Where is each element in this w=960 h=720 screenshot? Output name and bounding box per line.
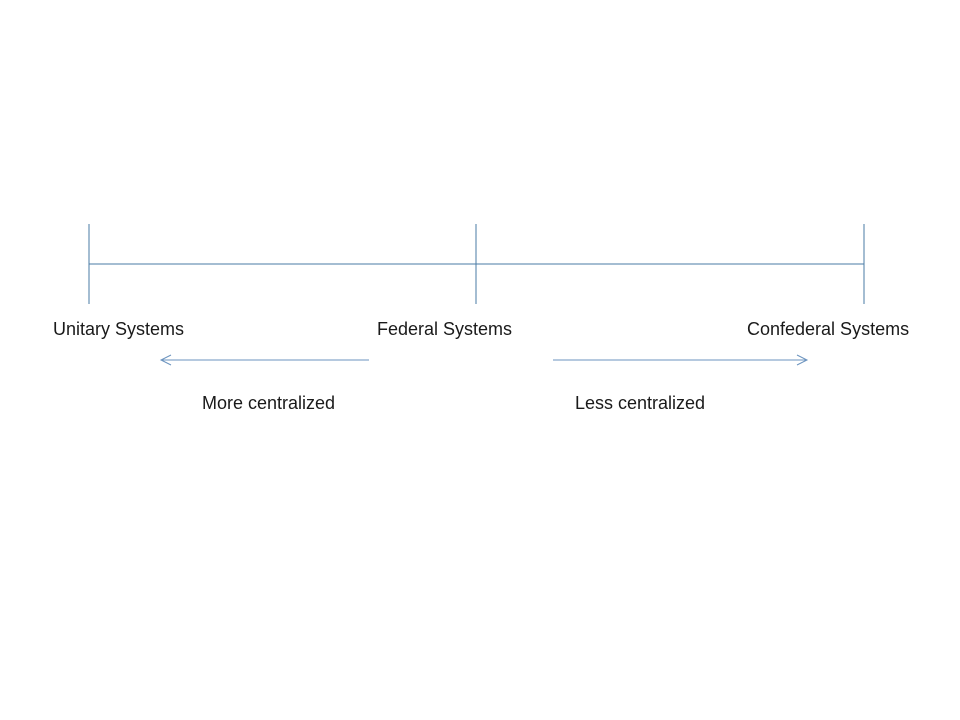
- label-less-centralized: Less centralized: [575, 393, 706, 413]
- label-federal-systems: Federal Systems: [377, 319, 513, 339]
- label-unitary-systems: Unitary Systems: [53, 319, 185, 339]
- arrow-less-centralized: [553, 354, 809, 366]
- arrow-more-centralized: [159, 354, 369, 366]
- label-confederal-systems: Confederal Systems: [747, 319, 910, 339]
- label-more-centralized: More centralized: [202, 393, 336, 413]
